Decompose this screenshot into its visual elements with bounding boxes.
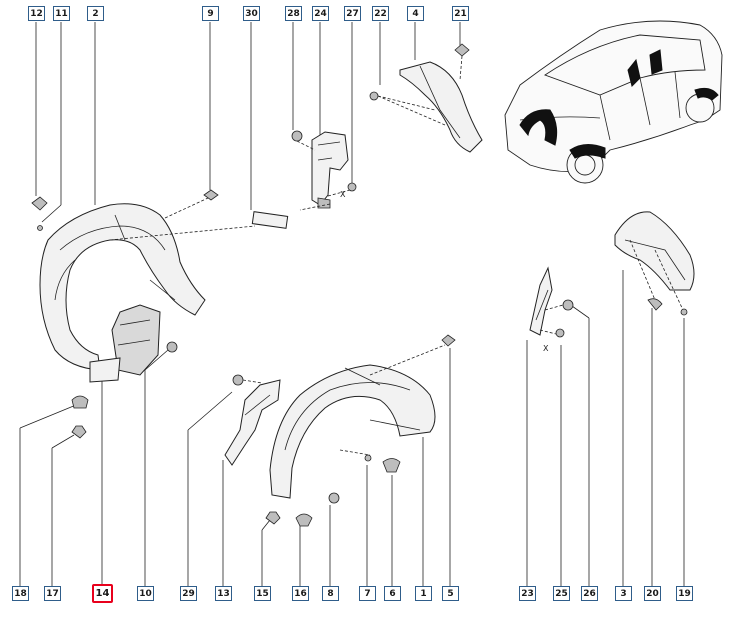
bracket-23 <box>529 266 574 338</box>
callout-26[interactable]: 26 <box>581 586 598 601</box>
x-mark: X <box>340 190 346 199</box>
callout-19[interactable]: 19 <box>676 586 693 601</box>
callout-29[interactable]: 29 <box>180 586 197 601</box>
callout-23[interactable]: 23 <box>519 586 536 601</box>
callout-18[interactable]: 18 <box>12 586 29 601</box>
callout-9[interactable]: 9 <box>202 6 219 21</box>
callout-10[interactable]: 10 <box>137 586 154 601</box>
callout-17[interactable]: 17 <box>44 586 61 601</box>
wheel-arch-liner-left <box>39 197 256 383</box>
wheel-arch-liner-right <box>265 334 456 527</box>
bracket-13 <box>224 374 281 466</box>
callout-24[interactable]: 24 <box>312 6 329 21</box>
callout-27[interactable]: 27 <box>344 6 361 21</box>
arch-piece-3 <box>614 211 695 316</box>
callout-21[interactable]: 21 <box>452 6 469 21</box>
callout-1[interactable]: 1 <box>415 586 432 601</box>
callout-7[interactable]: 7 <box>359 586 376 601</box>
callout-25[interactable]: 25 <box>553 586 570 601</box>
callout-30[interactable]: 30 <box>243 6 260 21</box>
bracket-24 <box>291 130 357 211</box>
arch-piece-4 <box>369 43 483 153</box>
callout-11[interactable]: 11 <box>53 6 70 21</box>
callout-4[interactable]: 4 <box>407 6 424 21</box>
callout-6[interactable]: 6 <box>384 586 401 601</box>
callout-8[interactable]: 8 <box>322 586 339 601</box>
leader-lines-bottom <box>19 270 685 586</box>
clips-left <box>31 189 289 439</box>
callout-22[interactable]: 22 <box>372 6 389 21</box>
callout-3[interactable]: 3 <box>615 586 632 601</box>
car-illustration <box>504 20 723 184</box>
callout-12[interactable]: 12 <box>28 6 45 21</box>
leader-lines-top <box>35 22 461 223</box>
callout-15[interactable]: 15 <box>254 586 271 601</box>
callout-5[interactable]: 5 <box>442 586 459 601</box>
callout-16[interactable]: 16 <box>292 586 309 601</box>
callout-28[interactable]: 28 <box>285 6 302 21</box>
callout-2[interactable]: 2 <box>87 6 104 21</box>
callout-13[interactable]: 13 <box>215 586 232 601</box>
x-mark: X <box>543 344 549 353</box>
callout-14-highlighted[interactable]: 14 <box>92 584 113 603</box>
callout-20[interactable]: 20 <box>644 586 661 601</box>
